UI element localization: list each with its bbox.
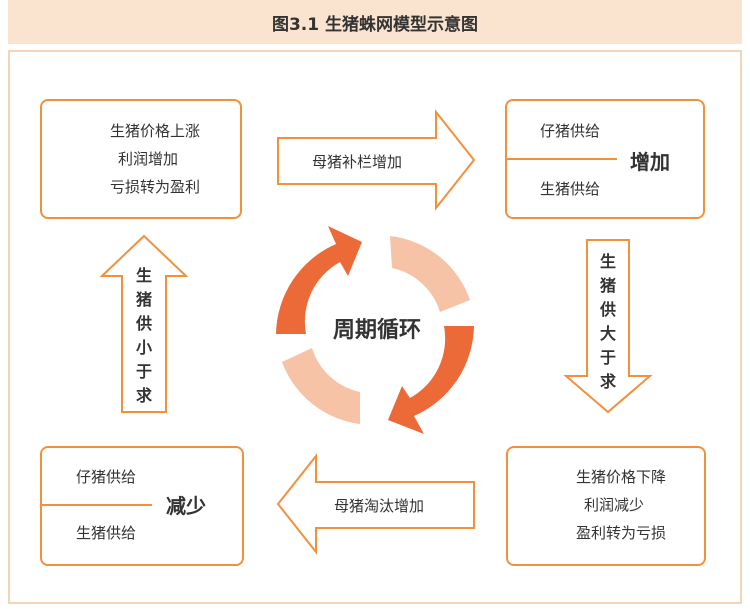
cycle-arc-dark-bottom-right [388, 326, 474, 434]
supply-divider-bottom [42, 504, 152, 506]
price-fall-box [506, 446, 706, 566]
oversupply-text: 生猪供大于求 [599, 252, 616, 391]
undersupply-text: 生猪供小于求 [135, 266, 152, 405]
sow-cull-text: 母猪淘汰增加 [334, 497, 425, 515]
supply-increase-label: 增加 [630, 150, 670, 174]
supply-decrease-box [40, 446, 244, 566]
price-fall-line-1: 生猪价格下降 [576, 468, 667, 486]
cycle-arc-light-bottom-left [282, 348, 360, 424]
arrow-left-shape [99, 234, 189, 413]
cycle-arc-dark-top-left [276, 226, 362, 334]
figure-title: 图3.1 生猪蛛网模型示意图 [8, 0, 742, 44]
diagram-frame [8, 50, 742, 604]
arrow-top-shape [277, 109, 476, 211]
price-fall-line-3: 盈利转为亏损 [576, 524, 667, 542]
price-rise-line-3: 亏损转为盈利 [110, 178, 201, 196]
piglet-supply-label-bottom: 仔猪供给 [76, 468, 137, 486]
piglet-supply-label-top: 仔猪供给 [540, 122, 601, 140]
sow-restock-text: 母猪补栏增加 [312, 153, 403, 171]
price-rise-box [40, 99, 242, 219]
arrow-right-shape [563, 239, 653, 414]
cycle-label: 周期循环 [332, 318, 421, 343]
price-fall-line-2: 利润减少 [584, 496, 645, 514]
price-rise-line-2: 利润增加 [118, 150, 179, 168]
cycle-arc-light-top-right [390, 236, 470, 312]
arrow-bottom-shape [276, 453, 475, 555]
hog-supply-label-bottom: 生猪供给 [76, 524, 137, 542]
hog-supply-label-top: 生猪供给 [540, 180, 601, 198]
supply-divider-top [507, 158, 617, 160]
supply-decrease-label: 减少 [166, 494, 206, 518]
price-rise-line-1: 生猪价格上涨 [110, 122, 201, 140]
